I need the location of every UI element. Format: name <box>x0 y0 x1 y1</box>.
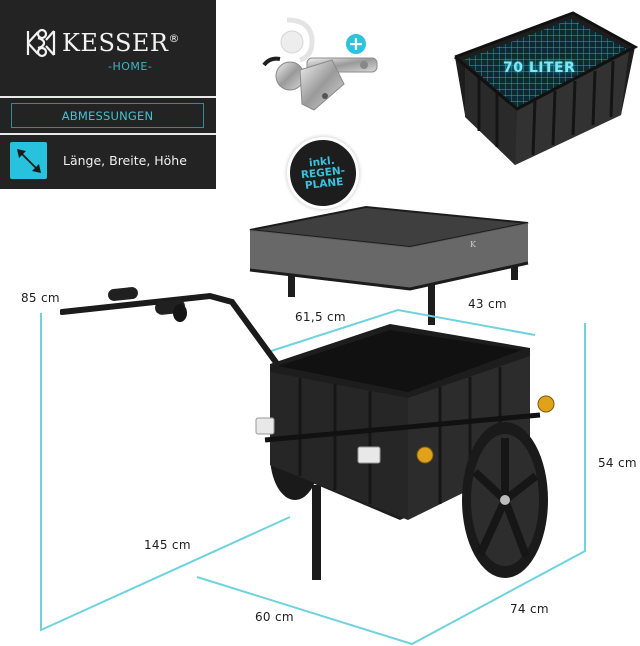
dimension-trailer-height: 54 cm <box>598 456 637 470</box>
dimension-width: 60 cm <box>255 610 294 624</box>
rain-cover-icon: K <box>249 205 529 325</box>
brand-subtitle: -HOME- <box>108 60 153 73</box>
dimension-total-length: 145 cm <box>144 538 191 552</box>
divider <box>0 133 216 135</box>
brand-logo: KESSER® <box>24 26 180 60</box>
dimension-length: 74 cm <box>510 602 549 616</box>
section-title-box: ABMESSUNGEN <box>11 103 204 128</box>
dimension-total-height: 85 cm <box>21 291 60 305</box>
feature-label: Länge, Breite, Höhe <box>63 153 187 168</box>
storage-box-icon <box>454 11 639 165</box>
plus-badge: + <box>345 33 367 55</box>
feature-row: Länge, Breite, Höhe <box>10 142 187 179</box>
dimension-box-length: 61,5 cm <box>295 310 346 324</box>
divider <box>0 96 216 98</box>
diagonal-double-arrow-icon <box>10 142 47 179</box>
coupling-clamp-icon <box>262 17 378 111</box>
section-title: ABMESSUNGEN <box>61 108 154 123</box>
box-capacity-label: 70 LITER <box>503 60 576 76</box>
brand-name: KESSER® <box>62 29 180 57</box>
cover-brand-mark: K <box>470 240 477 249</box>
bike-trailer-icon <box>60 287 555 580</box>
dimension-box-width: 43 cm <box>468 297 507 311</box>
brand-panel: KESSER® -HOME- ABMESSUNGEN Länge, Breite… <box>0 0 216 189</box>
kesser-monogram-icon <box>26 28 56 58</box>
